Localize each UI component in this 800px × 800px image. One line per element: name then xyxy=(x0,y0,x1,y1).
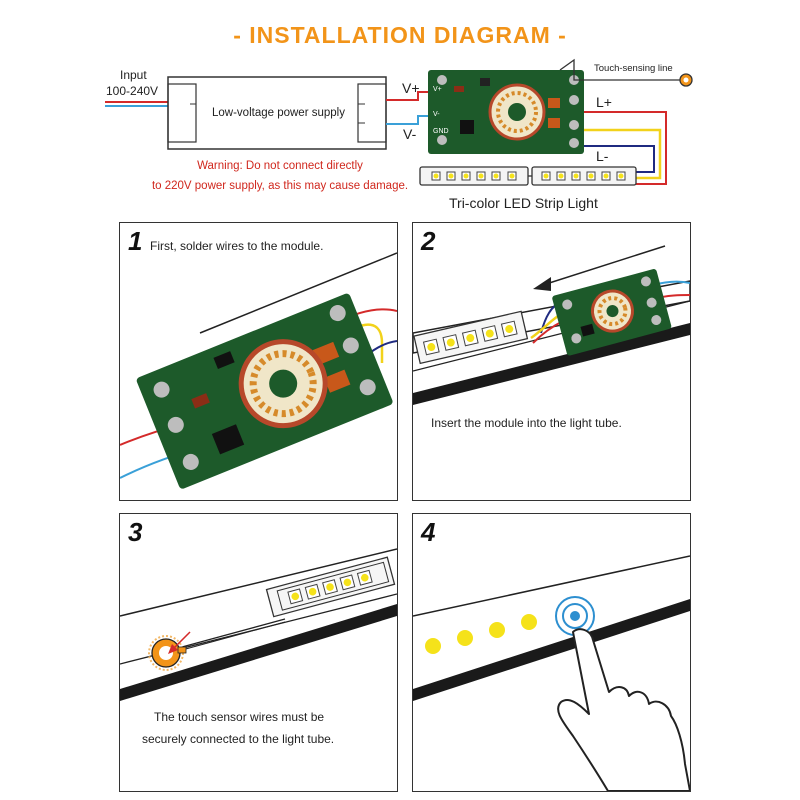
power-supply-label: Low-voltage power supply xyxy=(212,107,345,119)
lit-leds xyxy=(425,614,537,654)
warning-line-2: to 220V power supply, as this may cause … xyxy=(151,180,409,192)
step-3-text-line-2: securely connected to the light tube. xyxy=(142,732,335,746)
step-2-text: Insert the module into the light tube. xyxy=(431,416,622,430)
led-strip xyxy=(419,166,637,186)
step-1-illustration xyxy=(120,252,397,489)
input-voltage-label: 100-240V xyxy=(106,84,159,98)
warning-text: Warning: Do not connect directly to 220V… xyxy=(130,156,430,196)
hand-pointer-icon xyxy=(557,628,690,791)
step-3-illustration xyxy=(120,548,397,701)
v-minus-label: V- xyxy=(403,126,417,142)
step-1-text: First, solder wires to the module. xyxy=(150,239,324,253)
v-plus-label: V+ xyxy=(402,80,420,96)
step-1-number: 1 xyxy=(128,226,143,256)
warning-line-1: Warning: Do not connect directly xyxy=(197,160,363,172)
touch-ring-icon xyxy=(555,596,595,636)
step-2-number: 2 xyxy=(421,226,436,256)
step-2-illustration xyxy=(413,245,690,405)
touch-line xyxy=(559,58,693,87)
step-4-number: 4 xyxy=(421,517,436,547)
driver-module xyxy=(428,70,584,154)
module-v-plus-label: V+ xyxy=(433,86,442,93)
step-3-panel: 3 The touch sensor wires must be securel… xyxy=(119,513,398,792)
input-label: Input xyxy=(120,68,147,82)
page-title: - INSTALLATION DIAGRAM - xyxy=(233,22,567,48)
l-plus-label: L+ xyxy=(596,94,612,110)
led-wires xyxy=(584,111,667,185)
strip-label: Tri-color LED Strip Light xyxy=(449,195,598,211)
step-1-panel: 1 First, solder wires to the module. xyxy=(119,222,398,501)
step-3-number: 3 xyxy=(128,517,143,547)
touch-line-label: Touch-sensing line xyxy=(594,63,673,74)
wiring-diagram xyxy=(105,58,693,186)
step-4-panel: 4 xyxy=(412,513,691,792)
step-2-panel: 2 Insert the module into the light tube. xyxy=(412,222,691,501)
step-4-illustration xyxy=(413,555,690,791)
l-minus-label: L- xyxy=(596,148,609,164)
input-wires xyxy=(105,101,170,107)
step-3-text-line-1: The touch sensor wires must be xyxy=(154,710,325,724)
module-v-minus-label: V- xyxy=(433,111,440,118)
power-supply xyxy=(167,76,387,150)
module-gnd-label: GND xyxy=(433,128,449,135)
